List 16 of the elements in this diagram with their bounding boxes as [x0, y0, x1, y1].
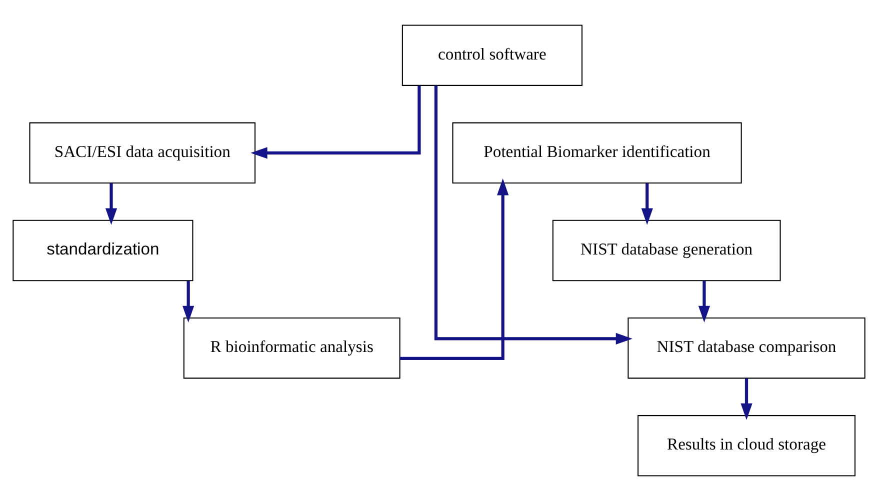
arrow	[250, 85, 420, 158]
arrow	[434, 85, 632, 344]
arrow	[182, 280, 194, 322]
node-box: NIST database generation	[552, 219, 780, 281]
node-box: Results in cloud storage	[637, 414, 855, 476]
node-box: SACI/ESI data acquisition	[28, 122, 256, 184]
arrow	[104, 182, 117, 224]
node-box: control software	[401, 24, 582, 86]
arrow	[640, 182, 652, 224]
arrow	[740, 378, 752, 420]
node-box: standardization	[12, 219, 193, 281]
arrow	[399, 178, 508, 360]
arrow	[698, 280, 710, 322]
node-box: R bioinformatic analysis	[182, 316, 400, 378]
node-box: Potential Biomarker identification	[452, 122, 742, 184]
node-box: NIST database comparison	[627, 316, 865, 378]
